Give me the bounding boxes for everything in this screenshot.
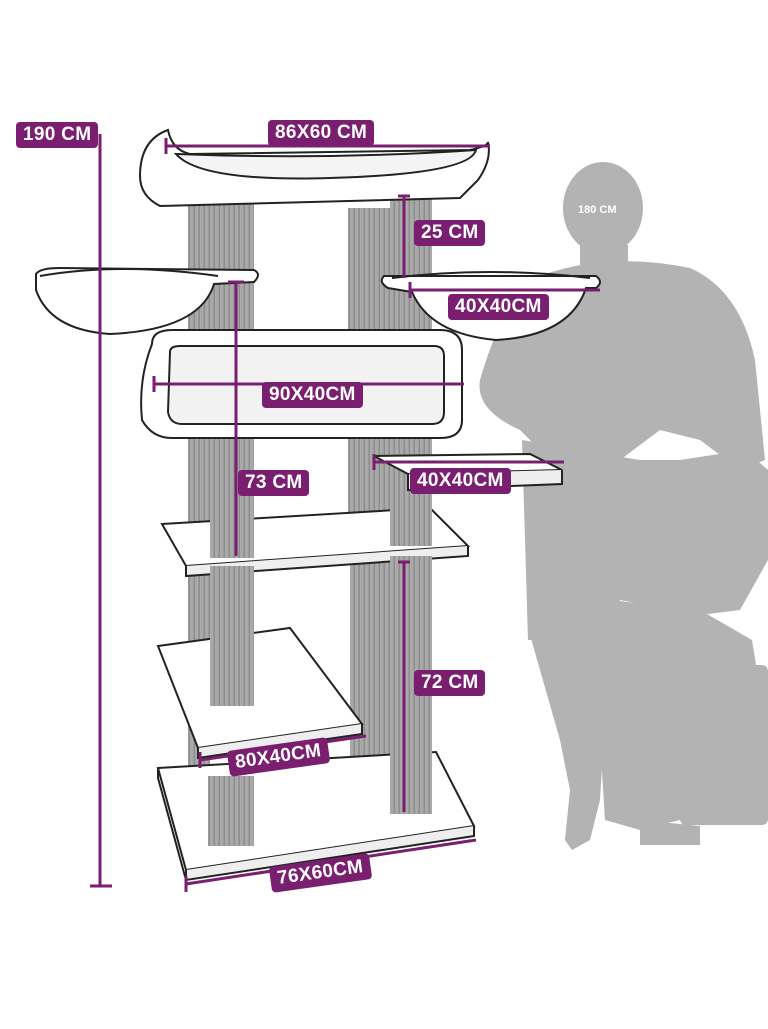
total-height-label: 190 CM [16, 122, 98, 148]
middle-post-height-label: 73 CM [238, 470, 309, 496]
top-bed-size-label: 86X60 CM [268, 120, 374, 146]
upper-gap-label: 25 CM [414, 220, 485, 246]
cave-size-label: 90X40CM [262, 382, 363, 408]
total-height-line [90, 134, 112, 886]
right-platform-size-label: 40X40CM [410, 468, 511, 494]
person-height-label: 180 CM [578, 204, 617, 216]
right-hammock-size-label: 40X40CM [448, 294, 549, 320]
lower-post-height-label: 72 CM [414, 670, 485, 696]
person-silhouette [480, 162, 768, 850]
